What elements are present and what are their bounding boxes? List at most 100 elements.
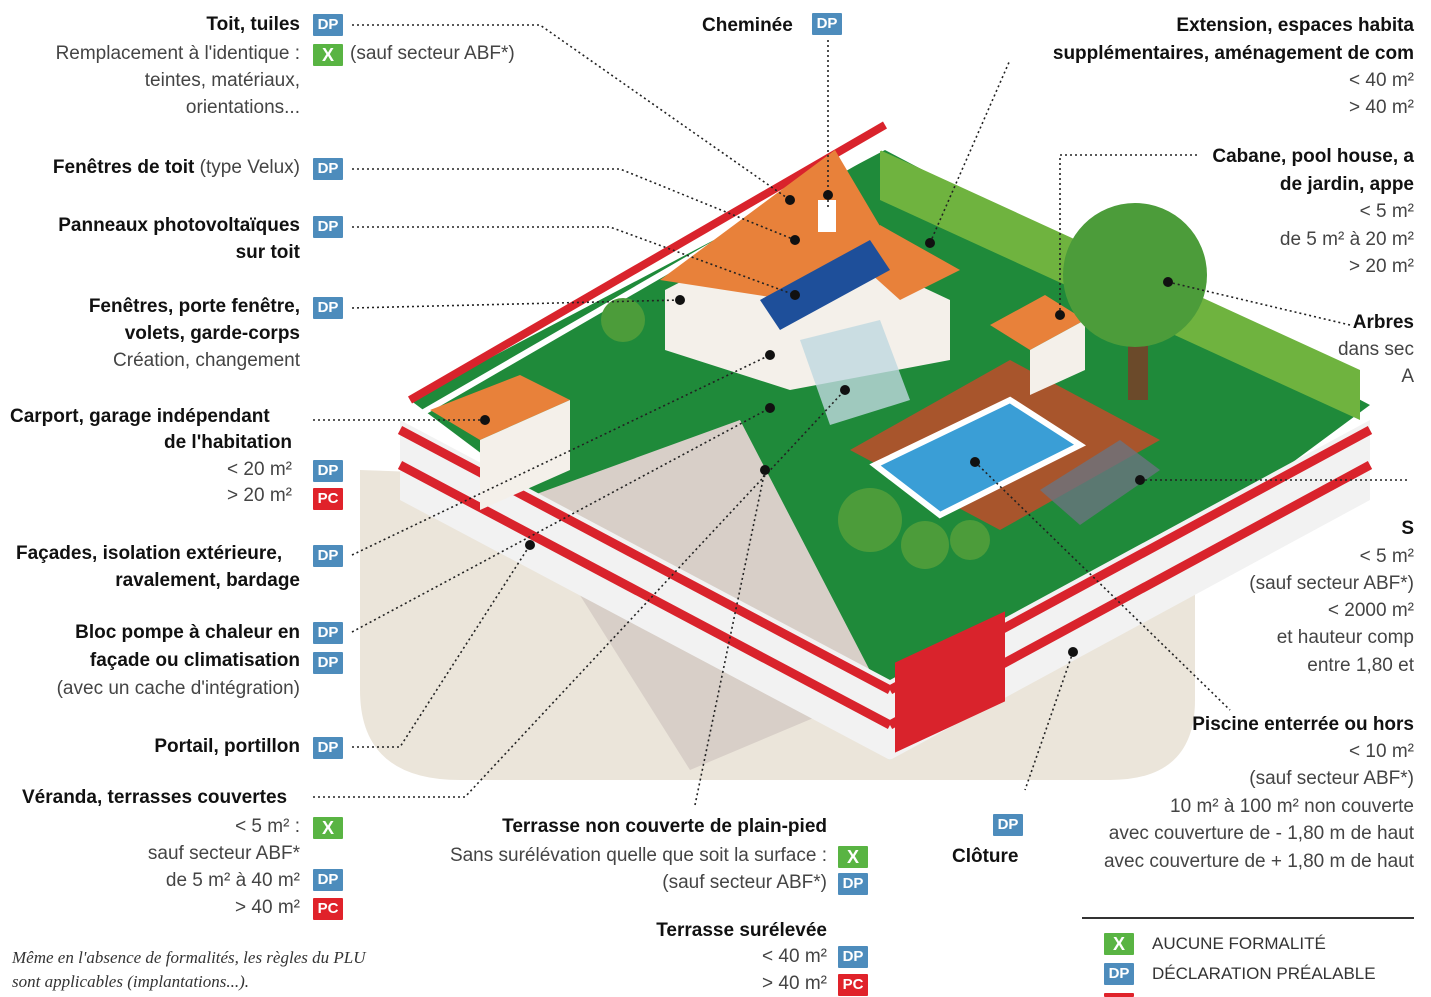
label-toit-sauf: (sauf secteur ABF*) bbox=[350, 43, 515, 64]
label-ts-lt: < 40 m² bbox=[762, 946, 827, 967]
label-arbres-3: A bbox=[1401, 366, 1414, 387]
carport bbox=[430, 375, 570, 440]
badge-bloc-dp-1: DP bbox=[313, 622, 343, 644]
chimney bbox=[818, 200, 836, 232]
label-veranda-5: > 40 m² bbox=[235, 897, 300, 918]
greenhouse bbox=[1040, 440, 1160, 525]
label-bloc-2: façade ou climatisation bbox=[89, 650, 300, 671]
legend-badge-pc bbox=[1104, 993, 1134, 997]
label-terrasse-3: (sauf secteur ABF*) bbox=[662, 872, 827, 893]
badge-cloture-dp: DP bbox=[993, 814, 1023, 836]
badge-terrasse-dp: DP bbox=[838, 873, 868, 895]
label-toit-sub2: teintes, matériaux, bbox=[144, 70, 300, 91]
legend-badge-dp: DP bbox=[1104, 963, 1134, 985]
label-fenetres-toit: Fenêtres de toit (type Velux) bbox=[53, 157, 300, 179]
label-facades-1: Façades, isolation extérieure, bbox=[16, 543, 283, 564]
label-portail: Portail, portillon bbox=[154, 736, 300, 757]
label-arbres-2: dans sec bbox=[1337, 339, 1414, 360]
label-cabane-2: de jardin, appe bbox=[1279, 174, 1414, 195]
label-serre-6: entre 1,80 et bbox=[1307, 655, 1414, 676]
label-bloc-3: (avec un cache d'intégration) bbox=[56, 678, 300, 699]
badge-panneaux-dp: DP bbox=[313, 216, 343, 238]
label-toit: Toit, tuiles bbox=[206, 14, 300, 35]
label-cabane-1: Cabane, pool house, a bbox=[1212, 146, 1414, 167]
badge-cheminee-dp: DP bbox=[812, 13, 842, 35]
label-serre-4: < 2000 m² bbox=[1327, 600, 1414, 621]
label-fenetres-2: volets, garde-corps bbox=[124, 323, 300, 344]
label-extension-3: < 40 m² bbox=[1349, 70, 1414, 91]
label-fenetres-3: Création, changement bbox=[113, 350, 300, 371]
label-ts-gt: > 40 m² bbox=[762, 973, 827, 994]
badge-veranda-pc: PC bbox=[313, 898, 343, 920]
badge-bloc-dp-2: DP bbox=[313, 652, 343, 674]
badge-veranda-dp: DP bbox=[313, 869, 343, 891]
gate bbox=[895, 611, 1005, 753]
garden-shed bbox=[990, 295, 1085, 350]
leader-lines bbox=[313, 24, 1410, 806]
badge-portail-dp: DP bbox=[313, 737, 343, 759]
label-piscine-6: avec couverture de + 1,80 m de haut bbox=[1103, 851, 1414, 872]
label-terrasse-1: Terrasse non couverte de plain-pied bbox=[502, 816, 827, 837]
badge-ts-dp: DP bbox=[838, 946, 868, 968]
badge-terrasse-x: X bbox=[838, 846, 868, 868]
label-cabane-5: > 20 m² bbox=[1349, 256, 1414, 277]
back-fence-left bbox=[407, 121, 888, 404]
badge-facades-dp: DP bbox=[313, 545, 343, 567]
badge-carport-pc: PC bbox=[313, 488, 343, 510]
label-piscine-4: 10 m² à 100 m² non couverte bbox=[1170, 796, 1414, 817]
pool bbox=[869, 396, 1087, 519]
label-carport-2: de l'habitation bbox=[163, 432, 292, 453]
legend-badge-x: X bbox=[1104, 933, 1134, 955]
label-serre-3: (sauf secteur ABF*) bbox=[1249, 573, 1414, 594]
label-veranda-1: Véranda, terrasses couvertes bbox=[22, 787, 288, 808]
leader-dots bbox=[480, 190, 1173, 657]
label-panneaux-2: sur toit bbox=[235, 242, 300, 263]
label-cabane-3: < 5 m² bbox=[1359, 201, 1414, 222]
label-piscine-5: avec couverture de - 1,80 m de haut bbox=[1108, 823, 1414, 844]
label-terrasse-surelevee: Terrasse surélevée bbox=[656, 920, 827, 941]
veranda bbox=[800, 320, 910, 425]
badge-ts-pc: PC bbox=[838, 974, 868, 996]
label-carport-gt: > 20 m² bbox=[227, 485, 292, 506]
label-extension-2: supplémentaires, aménagement de com bbox=[1052, 43, 1414, 64]
label-fenetres-toit-title: Fenêtres de toit bbox=[52, 157, 195, 178]
label-veranda-2: < 5 m² : bbox=[235, 816, 300, 837]
label-carport-lt: < 20 m² bbox=[227, 459, 292, 480]
label-piscine-1: Piscine enterrée ou hors bbox=[1192, 714, 1414, 735]
label-toit-sub3: orientations... bbox=[185, 97, 300, 118]
label-toit-sub1: Remplacement à l'identique : bbox=[55, 43, 300, 64]
note-line-2: sont applicables (implantations...). bbox=[12, 972, 250, 991]
badge-fenetres-toit-dp: DP bbox=[313, 158, 343, 180]
label-serre-5: et hauteur comp bbox=[1276, 627, 1414, 648]
label-arbres-1: Arbres bbox=[1352, 312, 1414, 333]
label-terrasse-2: Sans surélévation quelle que soit la sur… bbox=[449, 845, 827, 866]
label-fenetres-1: Fenêtres, porte fenêtre, bbox=[88, 296, 300, 317]
badge-fenetres-dp: DP bbox=[313, 297, 343, 319]
label-piscine-3: (sauf secteur ABF*) bbox=[1249, 768, 1414, 789]
label-fenetres-toit-type: (type Velux) bbox=[199, 157, 300, 178]
label-serre-2: < 5 m² bbox=[1359, 546, 1414, 567]
label-extension-4: > 40 m² bbox=[1349, 97, 1414, 118]
badge-carport-dp: DP bbox=[313, 460, 343, 482]
label-cabane-4: de 5 m² à 20 m² bbox=[1279, 229, 1414, 250]
label-piscine-2: < 10 m² bbox=[1349, 741, 1414, 762]
label-veranda-4: de 5 m² à 40 m² bbox=[165, 870, 300, 891]
big-tree bbox=[1063, 203, 1207, 347]
label-serre-1: S bbox=[1401, 518, 1414, 539]
legend-label-aucune: AUCUNE FORMALITÉ bbox=[1152, 934, 1326, 953]
label-cheminee: Cheminée bbox=[702, 15, 793, 36]
label-facades-2: ravalement, bardage bbox=[115, 570, 300, 591]
legend-label-declaration: DÉCLARATION PRÉALABLE bbox=[1152, 964, 1376, 983]
label-panneaux-1: Panneaux photovoltaïques bbox=[58, 215, 300, 236]
legend-divider bbox=[1082, 917, 1414, 919]
badge-veranda-x: X bbox=[313, 817, 343, 839]
note-line-1: Même en l'absence de formalités, les règ… bbox=[12, 948, 366, 967]
label-veranda-3: sauf secteur ABF* bbox=[147, 843, 300, 864]
small-tree bbox=[601, 298, 645, 342]
solar-panels bbox=[760, 240, 890, 330]
label-carport-1: Carport, garage indépendant bbox=[10, 406, 270, 427]
label-bloc-1: Bloc pompe à chaleur en bbox=[75, 622, 300, 643]
badge-toit-x: X bbox=[313, 44, 343, 66]
badge-toit-dp: DP bbox=[313, 14, 343, 36]
